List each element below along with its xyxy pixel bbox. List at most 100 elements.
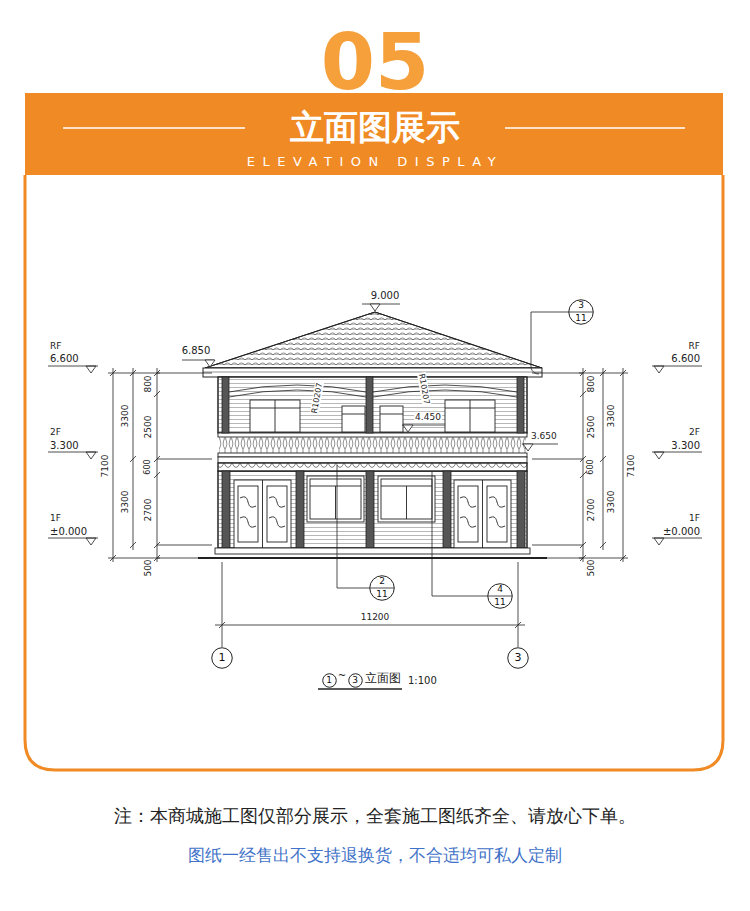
callout-circle: 411 xyxy=(487,583,513,609)
level-marker xyxy=(403,425,413,432)
door xyxy=(234,480,291,548)
circle-outline xyxy=(212,648,233,669)
dimension-line xyxy=(215,562,525,647)
level-marker xyxy=(48,366,98,538)
dimension-line xyxy=(620,370,626,561)
dimension: 600 xyxy=(143,459,152,474)
callout-number: 3 xyxy=(568,299,594,312)
window xyxy=(310,479,361,519)
column xyxy=(222,471,230,548)
dimension: 600 xyxy=(586,459,595,474)
level-marker xyxy=(654,452,664,459)
window xyxy=(445,400,495,432)
dimension-line xyxy=(108,373,212,558)
level-marker xyxy=(652,366,702,538)
circle-outline xyxy=(322,673,336,687)
base xyxy=(198,548,547,558)
drawing-caption: 立面图 xyxy=(365,672,401,686)
dimension-line xyxy=(532,373,628,558)
window xyxy=(378,476,435,522)
dimension: 11200 xyxy=(361,612,390,622)
circle-outline xyxy=(569,300,594,325)
column xyxy=(366,377,373,433)
window xyxy=(445,400,495,432)
section-title: 立面图展示 xyxy=(290,108,460,147)
callout-number: 3 xyxy=(507,647,529,669)
balcony-railing xyxy=(219,437,526,453)
balcony-railing xyxy=(218,463,527,471)
caption-tilde: ~ xyxy=(338,670,346,682)
elevation-mark: 9.000 xyxy=(371,290,400,302)
dimension-line xyxy=(154,370,160,561)
wall xyxy=(218,471,527,548)
roof xyxy=(203,372,542,373)
level-name: 1F xyxy=(50,513,61,523)
wall xyxy=(218,471,527,548)
elevation-mark: 3.650 xyxy=(531,431,557,441)
door xyxy=(238,486,258,542)
column xyxy=(296,471,304,548)
balcony-railing xyxy=(218,453,527,457)
circle-outline xyxy=(370,576,395,601)
window xyxy=(307,476,364,522)
callout-circle: 1 xyxy=(322,673,337,688)
circle-outline xyxy=(488,584,513,609)
dimension: 3300 xyxy=(120,405,130,428)
level-name: RF xyxy=(50,341,61,351)
callout-circle: 3 xyxy=(507,647,529,669)
column xyxy=(222,377,525,548)
callout-number: 11 xyxy=(369,588,395,601)
callout-circle: 311 xyxy=(568,299,594,325)
window xyxy=(381,486,432,519)
door xyxy=(240,497,285,527)
door xyxy=(482,480,483,548)
scale-label: 1:100 xyxy=(408,675,437,687)
level-marker xyxy=(86,452,96,459)
note: 注：本商城施工图仅部分展示，全套施工图纸齐全、请放心下单。 xyxy=(114,806,636,827)
column xyxy=(443,471,451,548)
dimension: 800 xyxy=(586,375,596,392)
callout-circle: 1 xyxy=(211,647,233,669)
window xyxy=(380,414,403,415)
level-value: 6.600 xyxy=(50,353,79,365)
level-marker xyxy=(86,366,96,373)
dimension-line xyxy=(113,368,157,562)
balcony-railing xyxy=(218,433,527,471)
callout-divider xyxy=(370,588,394,589)
window xyxy=(380,406,403,432)
circle-outline xyxy=(508,648,529,669)
door xyxy=(262,480,263,548)
level-marker xyxy=(654,366,664,373)
balcony-railing xyxy=(218,457,527,463)
caption-underline xyxy=(318,688,402,690)
callout-number: 1 xyxy=(211,647,233,669)
level-marker xyxy=(86,538,96,545)
callout-divider xyxy=(488,596,512,597)
level-marker xyxy=(654,538,664,545)
level-value: 6.600 xyxy=(671,353,700,365)
level-name: 2F xyxy=(50,427,61,437)
callout-number: 2 xyxy=(369,575,395,588)
header-band xyxy=(25,175,723,770)
wall xyxy=(218,377,527,548)
dimension-line xyxy=(130,370,136,548)
leader-line xyxy=(337,465,370,588)
leader-line xyxy=(432,472,488,596)
door xyxy=(460,497,505,527)
dimension: 2500 xyxy=(143,415,153,438)
level-marker xyxy=(362,304,400,305)
level-name: 2F xyxy=(689,427,700,437)
door xyxy=(487,486,507,542)
dimension: 3300 xyxy=(606,491,616,514)
door xyxy=(454,480,511,548)
callout-number: 3 xyxy=(348,673,363,688)
column xyxy=(222,377,229,433)
elevation-mark: 4.450 xyxy=(414,412,442,422)
elevation-mark: 6.850 xyxy=(182,345,211,357)
door xyxy=(458,486,478,542)
column xyxy=(366,471,374,548)
leader-line xyxy=(337,312,569,596)
roof xyxy=(205,312,542,368)
level-marker xyxy=(370,304,380,311)
